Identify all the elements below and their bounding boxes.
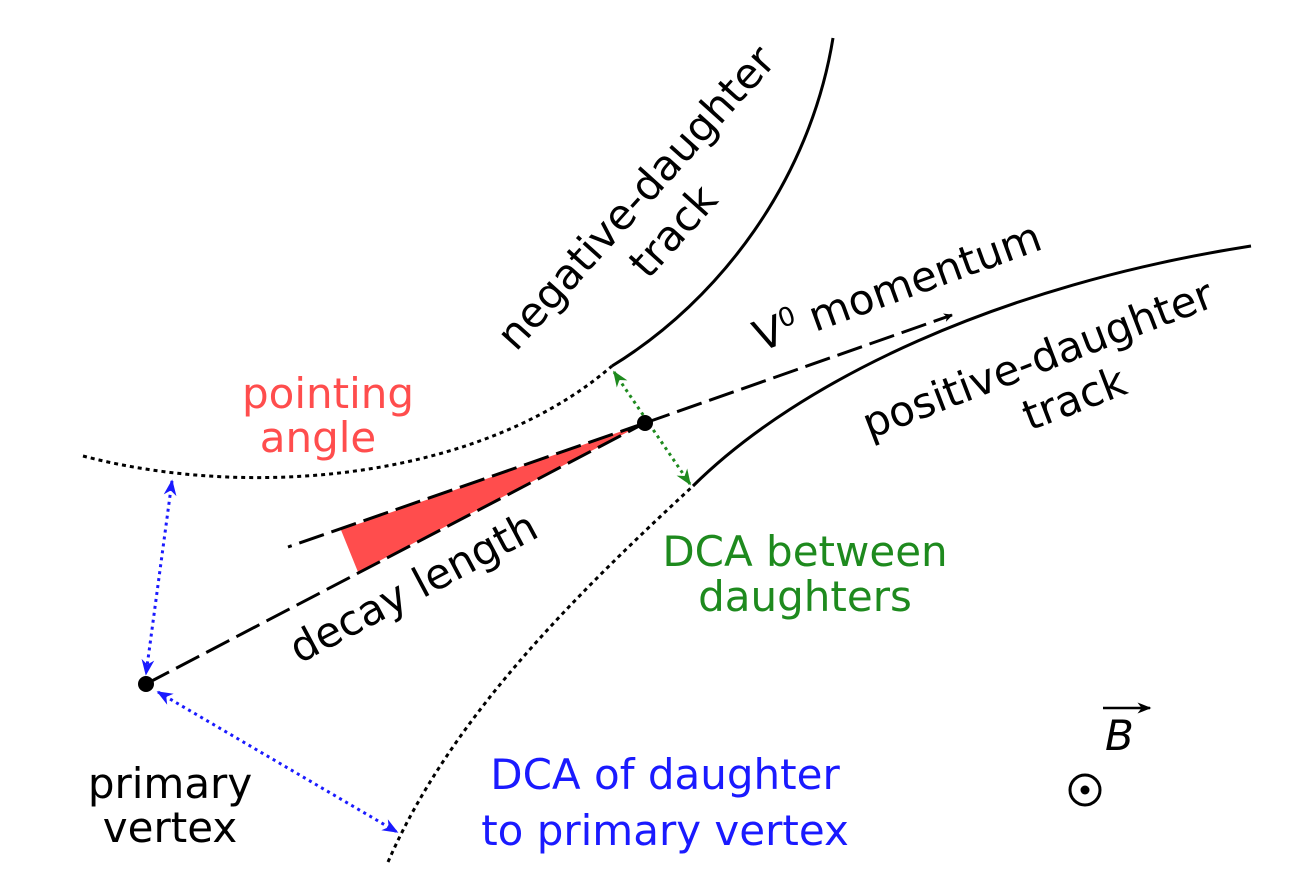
- dca-between-arrow: [612, 370, 692, 486]
- positive-track-extrapolation: [386, 484, 695, 863]
- v0-momentum-arrow: [644, 313, 953, 425]
- pointing-angle-label-line2: angle: [260, 413, 377, 462]
- negative-track-label-line1: negative-daughter: [487, 35, 785, 359]
- primary-vertex-label-line2: vertex: [103, 803, 237, 852]
- magnetic-field-symbol-ring: [1068, 773, 1102, 807]
- dca-between-label-line2: daughters: [698, 572, 912, 621]
- secondary-vertex-dot: [637, 415, 653, 431]
- svg-text:V0 momentum: V0 momentum: [747, 212, 1048, 362]
- dca-primary-label-line2: to primary vertex: [481, 806, 849, 855]
- primary-vertex-label-line1: primary: [88, 759, 252, 808]
- magnetic-field-symbol-dot: [1080, 785, 1090, 795]
- dca-negative-primary-arrow: [141, 479, 177, 676]
- pointing-angle-label-line1: pointing: [242, 369, 414, 418]
- dca-primary-label-line1: DCA of daughter: [490, 750, 840, 799]
- negative-track-solid: [611, 37, 835, 368]
- pointing-angle-wedge: [341, 423, 645, 572]
- magnetic-field-label: B: [1105, 711, 1134, 760]
- primary-vertex-dot: [138, 676, 154, 692]
- positive-track-solid: [691, 244, 1252, 488]
- negative-track-extrapolation: [82, 364, 613, 480]
- v0-momentum-back-line: [287, 421, 646, 549]
- dca-between-label-line1: DCA between: [662, 527, 947, 576]
- v0-momentum-label: V0 momentum: [747, 212, 1048, 362]
- decay-length-line: [145, 421, 646, 686]
